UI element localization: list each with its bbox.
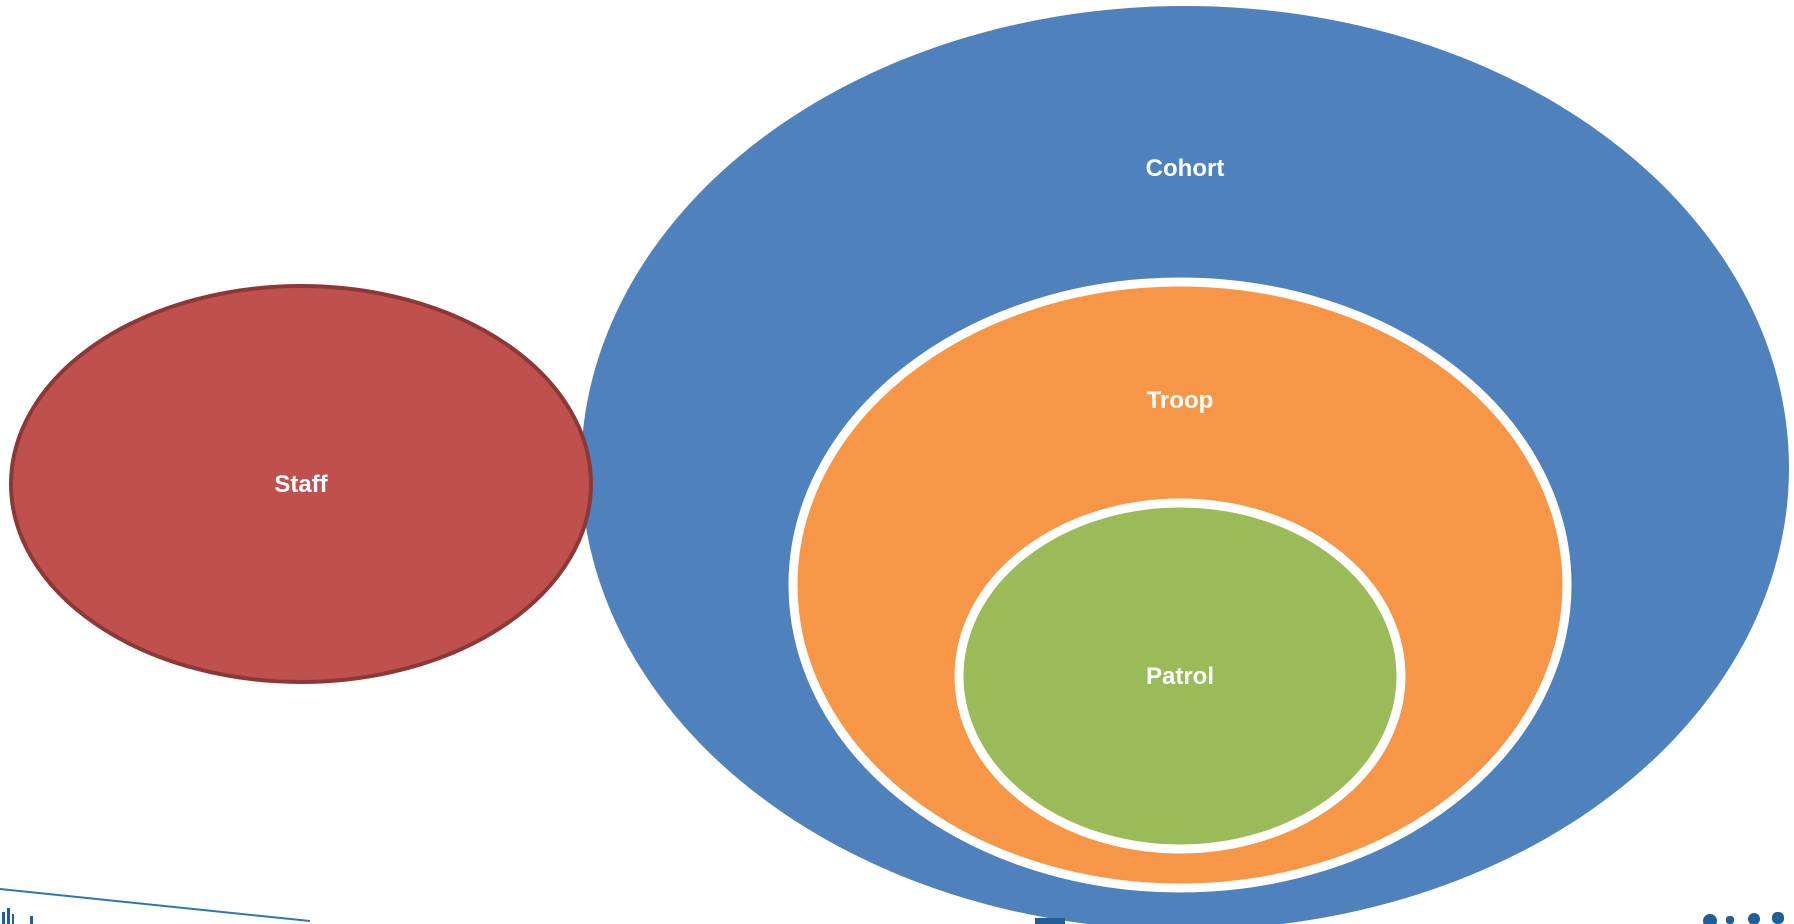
footer-skyline-left-icon [2, 908, 33, 924]
footer-logo-right-icon [1703, 912, 1784, 924]
patrol-ellipse [954, 498, 1406, 854]
footer-mark-center [1035, 918, 1065, 924]
footer-divider-line [0, 888, 311, 922]
staff-label: Staff [274, 471, 328, 498]
footer-decoration [0, 888, 1784, 924]
troop-label: Troop [1147, 387, 1214, 414]
staff-ellipse [9, 284, 593, 684]
cohort-label: Cohort [1146, 155, 1225, 182]
patrol-label: Patrol [1146, 663, 1214, 690]
